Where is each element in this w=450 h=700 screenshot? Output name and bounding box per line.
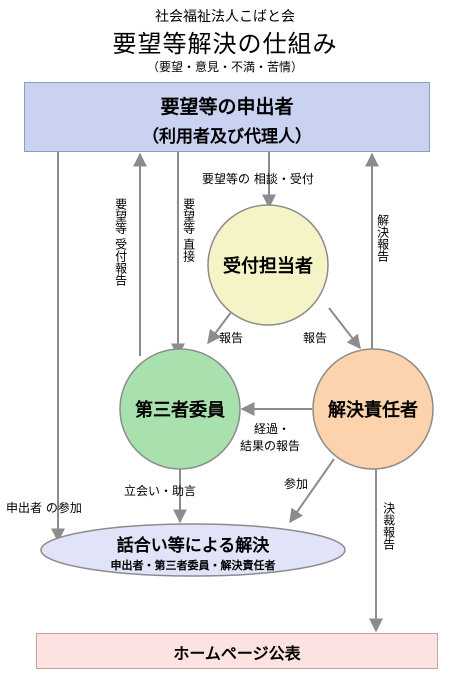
report-right-label: 報告 [303,331,327,345]
progress-label-line2: 結果の報告 [240,439,300,453]
discussion-sublabel: 申出者・第三者委員・解決責任者 [111,558,276,572]
discussion-node [40,523,346,577]
page-title: 要望等解決の仕組み [112,30,338,58]
participate-label: 参加 [284,476,308,491]
reception-label: 受付担当者 [223,255,313,277]
resolution-report-label: 解決報告 [375,214,390,262]
arrow-resolver-to-discussion [289,458,335,524]
direct-label: 要望等 直接 [181,198,196,262]
publish-label: ホームページ公表 [173,644,301,663]
arrow-reception-to-resolver [328,307,361,350]
consult-label: 要望等の 相談・受付 [202,171,314,186]
third-party-label: 第三者委員 [135,399,225,421]
requester-sublabel: （利用者及び代理人） [142,127,312,147]
requester-participation-label: 申出者 の参加 [6,500,82,515]
organization-name: 社会福祉法人こばと会 [155,9,295,25]
resolver-node [312,348,434,470]
attend-advise-label: 立会い・助言 [124,483,196,498]
discussion-label: 話合い等による解決 [117,535,270,556]
requester-label: 要望等の申出者 [160,96,294,118]
third-party-node [119,348,241,470]
requester-box [24,82,430,152]
resolver-label: 解決責任者 [328,399,418,421]
page-subtitle: （要望・意見・不満・苦情） [146,60,303,74]
approval-report-label: 決裁報告 [381,502,396,550]
progress-label-line1: 経過・ [254,422,290,436]
receipt-report-label: 要望等 受付報告 [113,198,128,286]
arrow-reception-to-third-party [207,310,233,345]
report-left-label: 報告 [219,331,243,345]
reception-node [207,204,329,326]
publish-box [36,633,438,669]
